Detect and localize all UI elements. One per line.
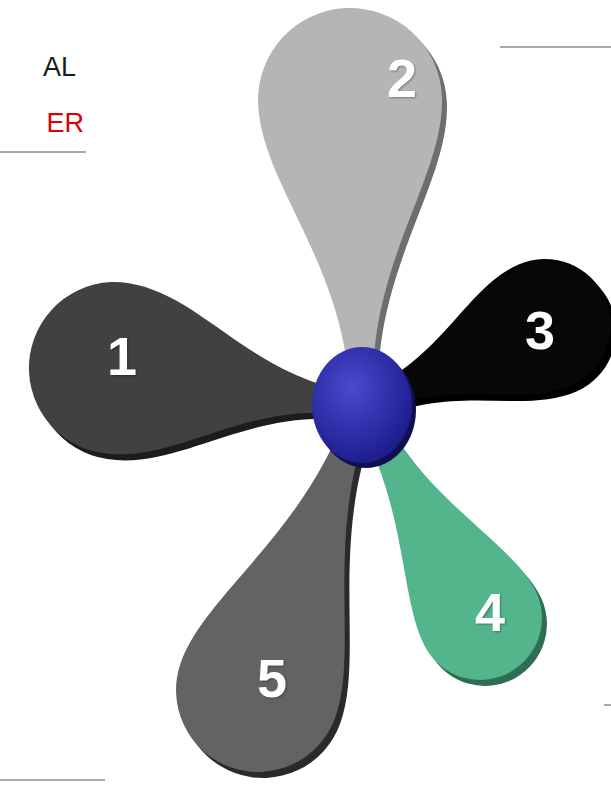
hub-center (312, 347, 412, 463)
petal-face (29, 282, 364, 454)
callout-number: 1 (107, 329, 137, 383)
rule-line (500, 47, 611, 48)
callout-number: 5 (257, 651, 287, 705)
callout-number: 2 (387, 51, 417, 105)
rule-line (0, 780, 105, 781)
rule-line (604, 705, 611, 706)
callout-number: 4 (475, 585, 505, 639)
petal-face (258, 8, 442, 405)
title-fragment: AL (43, 54, 76, 81)
callout-number: 3 (525, 303, 555, 357)
rule-line (0, 152, 86, 153)
title-fragment: ER (46, 110, 84, 137)
